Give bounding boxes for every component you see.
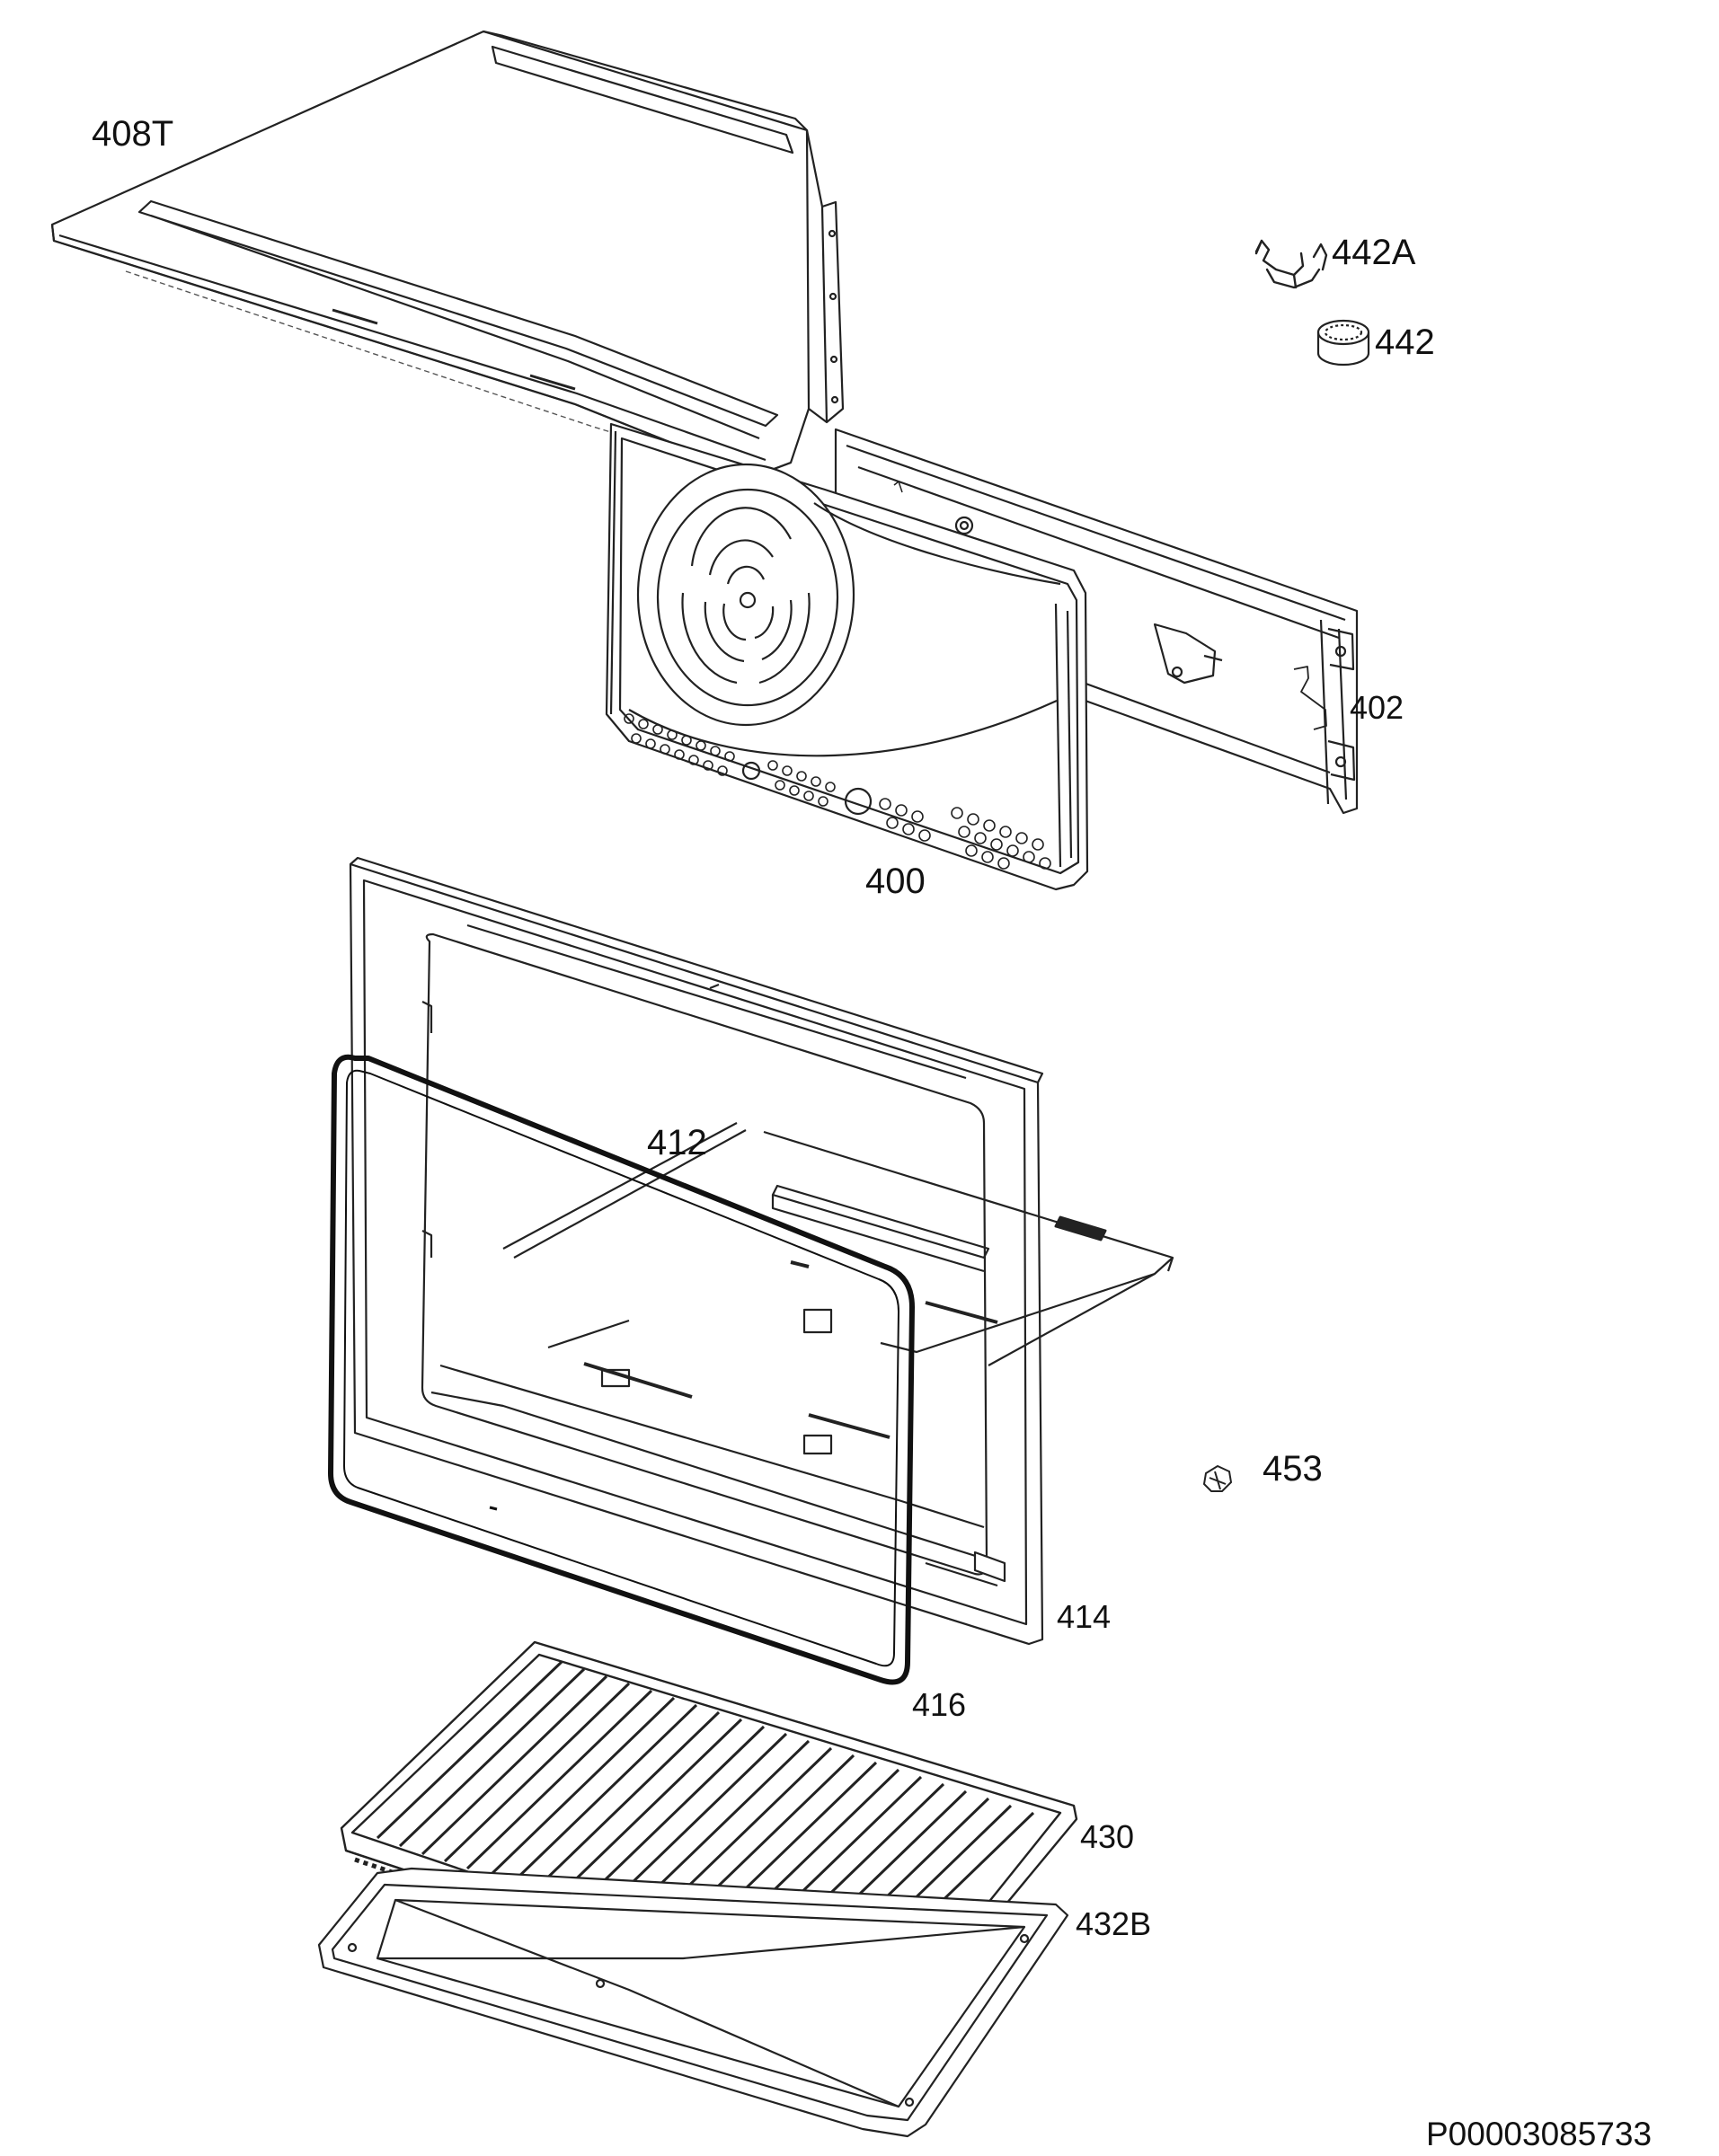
top-panel-part [52,31,843,476]
label-back-panel: 400 [865,862,926,901]
label-gasket: 412 [647,1123,707,1162]
label-top-panel: 408T [92,114,173,154]
baking-tray-part [319,1869,1068,2136]
label-tray: 432B [1076,1905,1151,1942]
label-seal: 416 [912,1686,966,1723]
label-side-rail: 402 [1350,689,1404,726]
label-screw: 453 [1263,1449,1323,1489]
oven-cavity-frame-part [350,858,1173,1644]
back-panel-part [607,424,1087,889]
screw-part [1204,1466,1231,1491]
label-clip: 442A [1332,233,1416,272]
clip-part [1256,241,1326,287]
document-number: P00003085733 [1426,2116,1652,2152]
door-seal-part [331,1057,912,1683]
knob-cap-part [1318,321,1369,365]
label-grid-shelf: 430 [1080,1818,1134,1855]
label-door-frame: 414 [1057,1598,1111,1635]
label-knob-cap: 442 [1375,323,1435,362]
